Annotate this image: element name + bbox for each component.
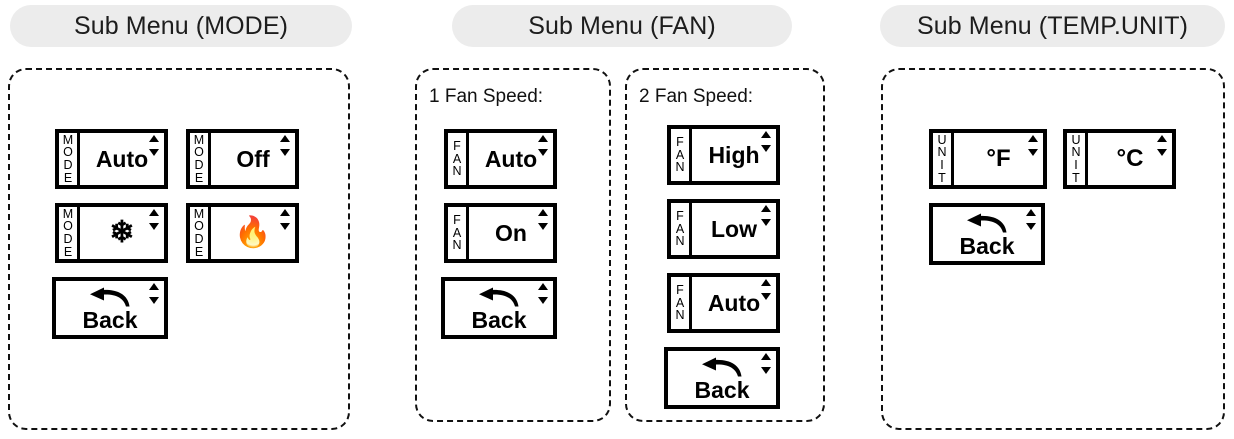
up-down-arrows-icon[interactable] bbox=[760, 353, 771, 374]
cell-body: 🔥 bbox=[211, 207, 295, 259]
back-label: Back bbox=[959, 232, 1015, 259]
cell-body: Low bbox=[692, 203, 776, 255]
cell-value: °F bbox=[986, 145, 1011, 172]
up-down-arrows-icon[interactable] bbox=[148, 135, 159, 156]
cell-body: Back bbox=[56, 281, 164, 335]
section-header-label: Sub Menu (TEMP.UNIT) bbox=[916, 11, 1189, 40]
section-header-fan: Sub Menu (FAN) bbox=[452, 5, 792, 47]
back-arrow-icon bbox=[965, 213, 1009, 235]
back-label: Back bbox=[694, 376, 750, 403]
cell-body: °C bbox=[1088, 133, 1172, 185]
back-arrow-icon bbox=[88, 287, 132, 309]
cell-value: On bbox=[495, 219, 527, 246]
up-down-arrows-icon[interactable] bbox=[1025, 209, 1036, 230]
panel-fan-0 bbox=[415, 68, 611, 422]
up-down-arrows-icon[interactable] bbox=[279, 209, 290, 230]
section-header-label: Sub Menu (MODE) bbox=[73, 11, 289, 40]
cell-body: Back bbox=[668, 351, 776, 405]
cell-mode-back[interactable]: Back bbox=[52, 277, 168, 339]
cell-body: High bbox=[692, 129, 776, 181]
back-label: Back bbox=[471, 306, 527, 333]
cell-value: Auto bbox=[484, 145, 538, 172]
up-down-arrows-icon[interactable] bbox=[148, 209, 159, 230]
up-down-arrows-icon[interactable] bbox=[1156, 135, 1167, 156]
up-down-arrows-icon[interactable] bbox=[760, 131, 771, 152]
cell-body: Back bbox=[445, 281, 553, 335]
up-down-arrows-icon[interactable] bbox=[760, 279, 771, 300]
cell-tempunit-back[interactable]: Back bbox=[929, 203, 1045, 265]
cell-body: °F bbox=[954, 133, 1043, 185]
cell-body: ❄ bbox=[80, 207, 164, 259]
panel-title: 2 Fan Speed: bbox=[639, 86, 754, 107]
cell-value: Auto bbox=[707, 289, 761, 316]
cell-value: °C bbox=[1116, 145, 1144, 172]
cell-body: Back bbox=[933, 207, 1041, 261]
up-down-arrows-icon[interactable] bbox=[537, 209, 548, 230]
cell-fan-back[interactable]: Back bbox=[441, 277, 557, 339]
back-arrow-icon bbox=[477, 287, 521, 309]
up-down-arrows-icon[interactable] bbox=[1027, 135, 1038, 156]
cell-fan-back[interactable]: Back bbox=[664, 347, 780, 409]
up-down-arrows-icon[interactable] bbox=[537, 283, 548, 304]
cell-body: Off bbox=[211, 133, 295, 185]
section-header-mode: Sub Menu (MODE) bbox=[10, 5, 352, 47]
section-header-label: Sub Menu (FAN) bbox=[528, 11, 716, 40]
cell-value: High bbox=[708, 141, 760, 168]
cell-value: Low bbox=[711, 215, 757, 242]
flame-icon: 🔥 bbox=[234, 216, 272, 249]
back-label: Back bbox=[82, 306, 138, 333]
cell-body: On bbox=[469, 207, 553, 259]
up-down-arrows-icon[interactable] bbox=[537, 135, 548, 156]
section-header-tempunit: Sub Menu (TEMP.UNIT) bbox=[880, 5, 1225, 47]
panel-title: 1 Fan Speed: bbox=[429, 86, 544, 107]
panel-tempunit-0 bbox=[881, 68, 1225, 430]
up-down-arrows-icon[interactable] bbox=[279, 135, 290, 156]
up-down-arrows-icon[interactable] bbox=[148, 283, 159, 304]
back-arrow-icon bbox=[700, 357, 744, 379]
panel-fan-1 bbox=[625, 68, 825, 422]
up-down-arrows-icon[interactable] bbox=[760, 205, 771, 226]
cell-body: Auto bbox=[469, 133, 553, 185]
cell-body: Auto bbox=[692, 277, 776, 329]
panel-mode-0 bbox=[8, 68, 350, 430]
cell-value: Off bbox=[236, 145, 270, 172]
snowflake-icon: ❄ bbox=[109, 216, 135, 249]
cell-body: Auto bbox=[80, 133, 164, 185]
cell-value: Auto bbox=[95, 145, 149, 172]
